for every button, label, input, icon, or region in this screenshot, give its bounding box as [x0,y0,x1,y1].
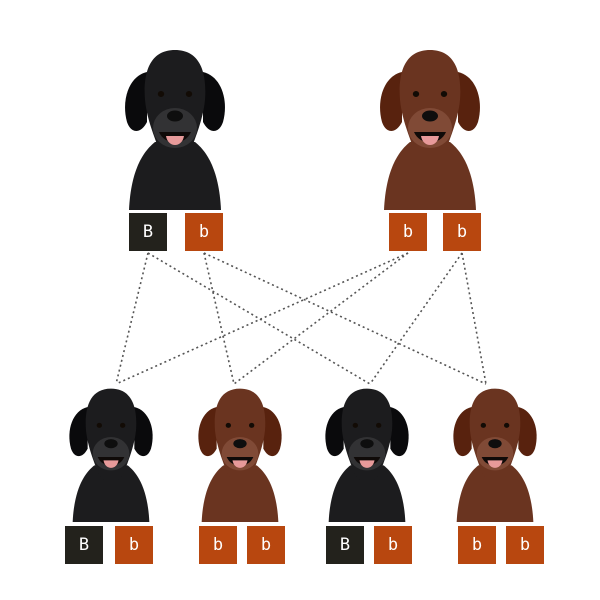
offspring-1-allele-2: b [115,526,153,564]
inheritance-line [233,252,409,385]
allele-label: b [471,535,483,555]
allele-label: b [402,222,414,242]
offspring-dog-1 [57,382,165,522]
allele-label: b [260,535,272,555]
chocolate-labrador-icon [198,388,282,522]
allele-label: b [519,535,531,555]
black-labrador-icon [69,388,153,522]
allele-label: b [198,222,210,242]
offspring-2-allele-2: b [247,526,285,564]
allele-label: b [212,535,224,555]
offspring-3-allele-2: b [374,526,412,564]
parent-2-allele-2: b [443,213,481,251]
allele-label: b [387,535,399,555]
inheritance-line [115,252,149,385]
offspring-4-allele-1: b [458,526,496,564]
inheritance-line [203,252,487,385]
inheritance-line [203,252,235,385]
offspring-dog-2 [186,382,294,522]
parent-2-allele-1: b [389,213,427,251]
offspring-3-allele-1: B [326,526,364,564]
offspring-1-allele-1: B [65,526,103,564]
offspring-2-allele-1: b [199,526,237,564]
allele-label: B [339,535,351,555]
inheritance-line [369,252,463,385]
allele-label: B [142,222,154,242]
black-labrador-icon [325,388,409,522]
allele-label: b [128,535,140,555]
inheritance-line [461,252,487,385]
offspring-4-allele-2: b [506,526,544,564]
parent-1-allele-1: B [129,213,167,251]
parent-dog-1 [115,42,235,210]
parent-dog-2 [370,42,490,210]
offspring-dog-4 [441,382,549,522]
parent-1-allele-2: b [185,213,223,251]
allele-label: b [456,222,468,242]
black-labrador-icon [125,50,225,210]
offspring-dog-3 [313,382,421,522]
inheritance-line [115,252,409,385]
chocolate-labrador-icon [380,50,480,210]
allele-label: B [78,535,90,555]
chocolate-labrador-icon [453,388,537,522]
